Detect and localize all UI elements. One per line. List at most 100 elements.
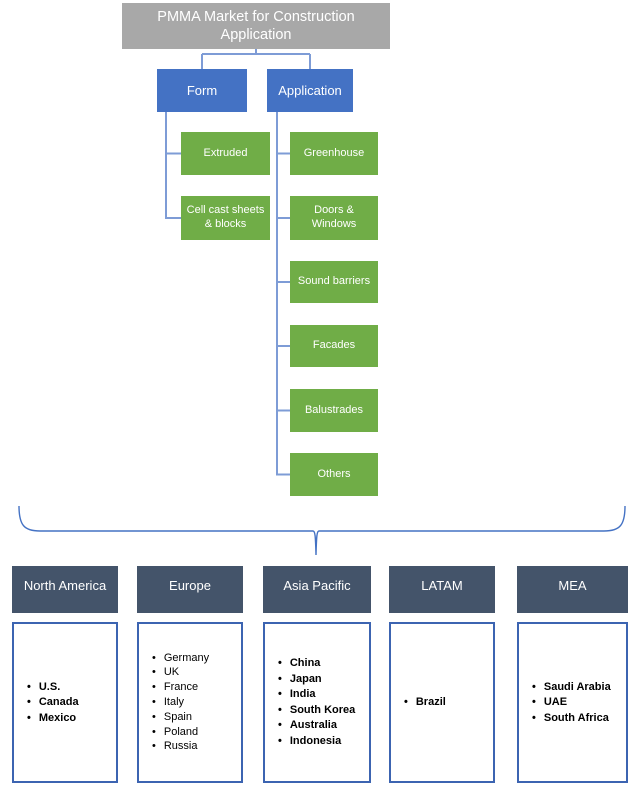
- country-label: Russia: [163, 740, 198, 753]
- list-item: • UAE: [532, 697, 624, 708]
- list-item: • Canada: [27, 697, 114, 708]
- region-column-north-america: North America • U.S. • Canada • Mexico: [12, 566, 118, 783]
- bullet-icon: •: [404, 696, 408, 708]
- leaf-node-facades: Facades: [290, 325, 378, 367]
- country-label: Germany: [163, 651, 210, 664]
- leaf-label: Extruded: [203, 146, 248, 159]
- country-label: Italy: [163, 696, 185, 708]
- bullet-icon: •: [278, 688, 282, 701]
- region-header-label: North America: [23, 578, 107, 593]
- list-item: • France: [152, 682, 239, 693]
- list-item: •Indonesia: [278, 734, 367, 747]
- list-item: • Italy: [152, 697, 239, 708]
- region-list-mea: • Saudi Arabia • UAE •South Africa: [517, 622, 628, 783]
- root-branch-connector: [201, 49, 311, 69]
- bullet-icon: •: [152, 651, 156, 664]
- bullet-icon: •: [278, 734, 282, 747]
- leaf-label: Sound barriers: [297, 275, 371, 288]
- bullet-icon: •: [152, 710, 156, 723]
- country-label: India: [289, 688, 316, 701]
- bullet-icon: •: [152, 666, 156, 679]
- region-header-label: LATAM: [421, 578, 463, 593]
- branch-node-form: Form: [157, 69, 247, 112]
- branch-node-application: Application: [267, 69, 353, 112]
- bullet-icon: •: [27, 711, 31, 724]
- leaf-node-balustrades: Balustrades: [290, 389, 378, 432]
- list-item: • China: [278, 658, 367, 669]
- region-header-north-america: North America: [12, 566, 118, 613]
- country-label: South Korea: [289, 703, 356, 716]
- region-header-label: Asia Pacific: [283, 578, 351, 593]
- bullet-icon: •: [152, 681, 156, 694]
- country-label: China: [289, 657, 321, 670]
- region-header-latam: LATAM: [389, 566, 495, 613]
- list-item: • India: [278, 689, 367, 700]
- leaf-node-extruded: Extruded: [181, 132, 270, 175]
- list-item: • Russia: [152, 741, 239, 752]
- leaf-node-doors-windows: Doors & Windows: [290, 196, 378, 240]
- leaf-node-greenhouse: Greenhouse: [290, 132, 378, 175]
- list-item: • UK: [152, 667, 239, 678]
- list-item: • Saudi Arabia: [532, 680, 624, 693]
- leaf-node-sound-barriers: Sound barriers: [290, 261, 378, 303]
- leaf-label: Others: [317, 467, 351, 480]
- country-label: Mexico: [38, 711, 77, 724]
- list-item: • South Korea: [278, 703, 367, 716]
- country-label: UK: [163, 666, 180, 679]
- regions-brace: [18, 505, 626, 556]
- application-branch-connector: [276, 112, 290, 476]
- region-header-label: MEA: [558, 578, 587, 593]
- bullet-icon: •: [532, 680, 536, 693]
- region-header-label: Europe: [169, 578, 211, 593]
- bullet-icon: •: [152, 725, 156, 738]
- root-node-label: PMMA Market for Construction Application: [157, 8, 355, 43]
- leaf-node-others: Others: [290, 453, 378, 496]
- root-node: PMMA Market for Construction Application: [122, 3, 390, 49]
- bullet-icon: •: [278, 719, 282, 732]
- country-label: Saudi Arabia: [543, 680, 611, 693]
- list-item: •Australia: [278, 720, 367, 731]
- leaf-label: Greenhouse: [303, 146, 365, 159]
- region-header-europe: Europe: [137, 566, 243, 613]
- region-column-europe: Europe • Germany • UK • France • Italy • Spai…: [137, 566, 243, 783]
- region-list-europe: • Germany • UK • France • Italy • Spain • Pola…: [137, 622, 243, 783]
- country-label: Canada: [38, 696, 79, 708]
- region-header-mea: MEA: [517, 566, 628, 613]
- region-list-asia-pacific: • China • Japan • India • South Korea •Austr…: [263, 622, 371, 783]
- country-label: France: [163, 681, 199, 694]
- country-label: U.S.: [38, 680, 61, 693]
- region-header-asia-pacific: Asia Pacific: [263, 566, 371, 613]
- region-list-north-america: • U.S. • Canada • Mexico: [12, 622, 118, 783]
- bullet-icon: •: [278, 703, 282, 716]
- list-item: • Spain: [152, 710, 239, 723]
- country-label: Brazil: [415, 696, 446, 708]
- country-label: Japan: [289, 672, 322, 685]
- list-item: •South Africa: [532, 711, 624, 724]
- country-label: UAE: [543, 696, 568, 708]
- form-branch-connector: [165, 112, 181, 219]
- bullet-icon: •: [152, 740, 156, 753]
- list-item: • Germany: [152, 651, 239, 664]
- leaf-label: Cell cast sheets & blocks: [186, 204, 265, 230]
- bullet-icon: •: [27, 696, 31, 708]
- bullet-icon: •: [278, 657, 282, 670]
- list-item: • Brazil: [404, 697, 491, 708]
- bullet-icon: •: [152, 696, 156, 708]
- branch-form-label: Form: [186, 83, 218, 98]
- branch-application-label: Application: [278, 83, 342, 98]
- region-column-mea: MEA • Saudi Arabia • UAE •South Africa: [517, 566, 628, 783]
- country-label: South Africa: [543, 711, 609, 724]
- list-item: • U.S.: [27, 680, 114, 693]
- country-label: Poland: [163, 725, 199, 738]
- bullet-icon: •: [27, 680, 31, 693]
- list-item: • Mexico: [27, 711, 114, 724]
- leaf-label: Balustrades: [304, 403, 364, 416]
- bullet-icon: •: [278, 672, 282, 685]
- region-list-latam: • Brazil: [389, 622, 495, 783]
- leaf-node-cell-cast-sheets-blocks: Cell cast sheets & blocks: [181, 196, 270, 240]
- country-label: Spain: [163, 710, 192, 723]
- list-item: • Poland: [152, 725, 239, 738]
- list-item: • Japan: [278, 672, 367, 685]
- bullet-icon: •: [532, 696, 536, 708]
